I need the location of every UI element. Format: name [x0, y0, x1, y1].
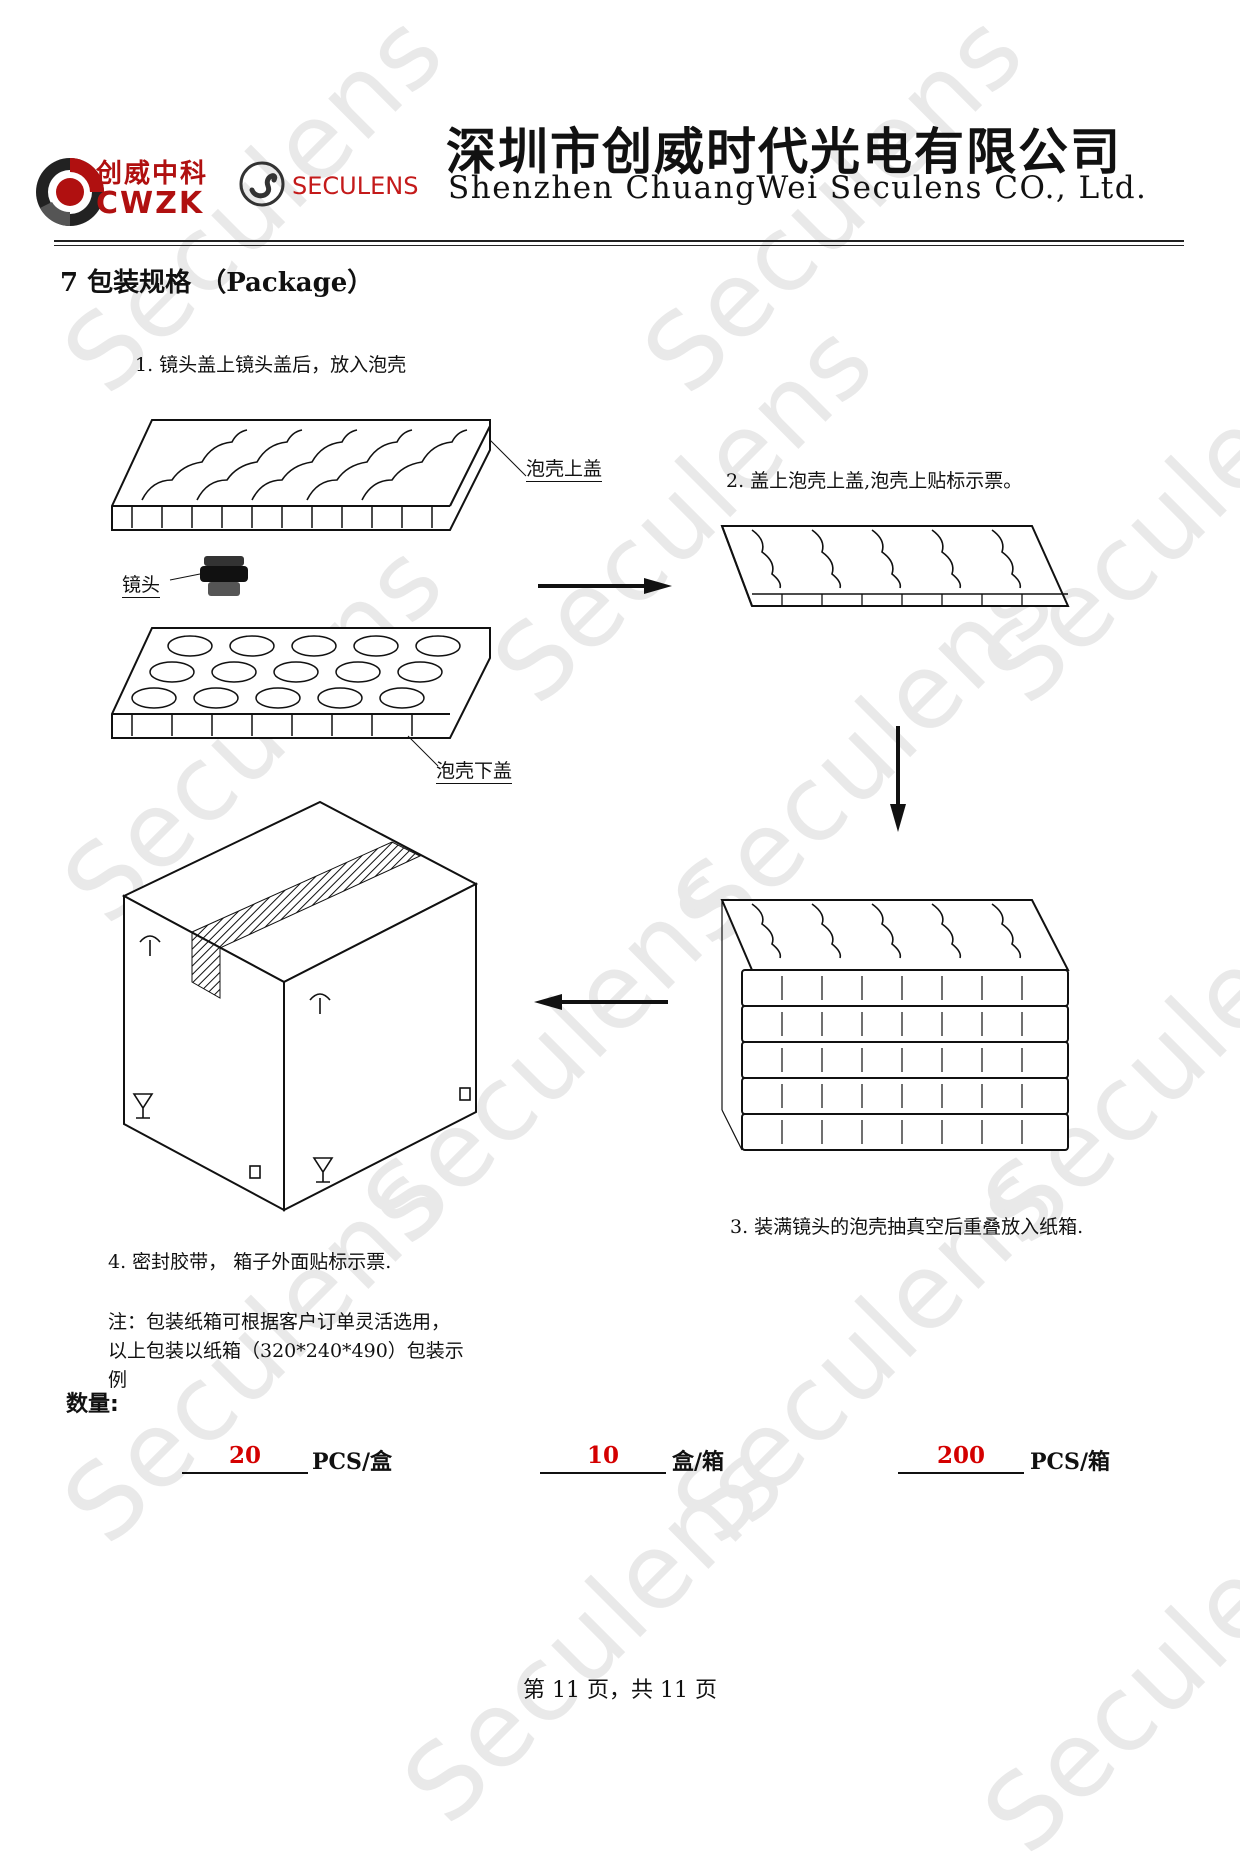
quantity-pcs-per-carton-unit: PCS/箱 — [1030, 1449, 1110, 1475]
step-3-caption: 3. 装满镜头的泡壳抽真空后重叠放入纸箱. — [730, 1216, 1084, 1238]
quantity-pcs-per-box-value: 20 — [182, 1442, 308, 1474]
header-divider — [54, 245, 1184, 246]
quantity-pcs-per-carton-value: 200 — [898, 1442, 1024, 1474]
stacked-blister-illustration — [720, 899, 1070, 1151]
arrow-right-icon — [538, 578, 672, 594]
page-footer: 第 11 页，共 11 页 — [523, 1678, 717, 1703]
label-lens: 镜头 — [122, 570, 161, 598]
header-divider — [54, 240, 1184, 242]
label-bottom-cover: 泡壳下盖 — [436, 756, 513, 784]
logo-brand: SECULENS — [292, 172, 419, 200]
quantity-box-per-carton-unit: 盒/箱 — [672, 1449, 725, 1475]
closed-blister-illustration — [720, 525, 1070, 607]
quantity-title: 数量: — [66, 1392, 119, 1417]
company-name-cn: 深圳市创威时代光电有限公司 — [446, 123, 1122, 181]
step-2-caption: 2. 盖上泡壳上盖,泡壳上贴标示票。 — [726, 470, 1023, 492]
seculens-logo-icon — [239, 161, 285, 207]
section-title: 7 包装规格 （Package） — [60, 268, 374, 298]
carton-box-illustration — [121, 800, 479, 1212]
step-4-caption: 4. 密封胶带， 箱子外面贴标示票. — [108, 1251, 392, 1273]
lens-illustration — [169, 556, 248, 596]
arrow-down-icon — [890, 726, 906, 832]
blister-bottom-cover-illustration — [111, 627, 491, 767]
logo-abbr: CWZK — [96, 186, 205, 221]
arrow-left-icon — [534, 994, 668, 1010]
logo-cn-name: 创威中科 — [96, 159, 209, 189]
note-line: 注：包装纸箱可根据客户订单灵活选用， — [108, 1311, 451, 1333]
step-1-caption: 1. 镜头盖上镜头盖后，放入泡壳 — [135, 354, 407, 376]
blister-top-cover-illustration — [111, 419, 527, 531]
company-name-en: Shenzhen ChuangWei Seculens CO., Ltd. — [448, 170, 1148, 206]
quantity-pcs-per-box-unit: PCS/盒 — [312, 1449, 392, 1475]
label-top-cover: 泡壳上盖 — [526, 454, 603, 482]
quantity-box-per-carton-value: 10 — [540, 1442, 666, 1474]
note-line: 以上包装以纸箱（320*240*490）包装示 — [108, 1340, 464, 1362]
packaging-note: 注：包装纸箱可根据客户订单灵活选用， 以上包装以纸箱（320*240*490）包… — [108, 1308, 528, 1395]
cwzk-logo-icon — [36, 158, 104, 226]
note-line: 例 — [108, 1369, 128, 1391]
